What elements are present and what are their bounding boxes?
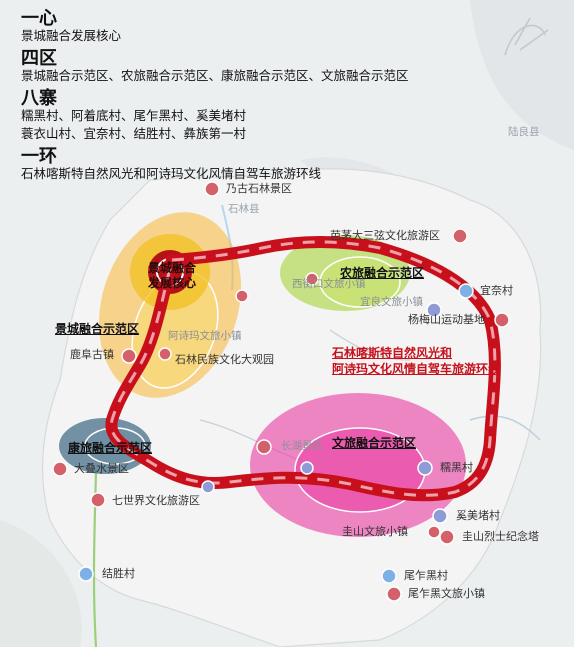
bamao-label: 芭茅大三弦文化旅游区	[330, 229, 440, 242]
jiesheng-marker	[78, 566, 94, 582]
legend-text-eight-villages-1: 糯黑村、阿着底村、尾乍黑村、奚美堵村	[21, 108, 247, 123]
ximeidu-label: 奚美堵村	[456, 509, 500, 522]
yinai-label: 宜奈村	[480, 284, 513, 297]
ashima-label: 阿诗玛文旅小镇	[168, 330, 242, 342]
qishijie-marker	[90, 492, 106, 508]
kanglv-zone-label: 康旅融合示范区	[68, 441, 153, 455]
changhu-label: 长湖景区	[281, 440, 323, 452]
changhu-marker	[256, 439, 272, 455]
lugu-label: 鹿阜古镇	[70, 348, 114, 361]
terrain-shade-sw	[0, 520, 82, 647]
legend-heading-eight-villages: 八寨	[21, 88, 57, 109]
weizhahei-town-marker	[386, 586, 402, 602]
nonglv-zone-label: 农旅融合示范区	[340, 266, 425, 280]
green-road	[92, 469, 98, 647]
naigu-marker	[204, 181, 220, 197]
weizhahei-label: 尾乍黑村	[404, 569, 448, 582]
weizhahei-town-label: 尾乍黑文旅小镇	[408, 587, 485, 600]
shilin-minzu-label: 石林民族文化大观园	[175, 353, 274, 366]
shilin-county-label: 石林县	[228, 203, 260, 215]
guishan-lieshi-marker	[439, 529, 455, 545]
route-label-line2: 阿诗玛文化风情自驾车旅游环线	[332, 362, 501, 376]
road-east	[469, 415, 541, 441]
terrain-shade-ne	[470, 0, 574, 150]
lu-county-label: 陆良县	[508, 126, 540, 138]
route-label-line1: 石林喀斯特自然风光和	[332, 346, 453, 360]
legend-heading-one-core: 一心	[21, 8, 57, 29]
markers	[52, 181, 510, 602]
qishijie-label: 七世界文化旅游区	[112, 494, 200, 507]
yangmeishan-marker	[494, 312, 510, 328]
jiesheng-label: 结胜村	[102, 567, 135, 580]
decor-ornament	[504, 17, 549, 56]
nonglv-zone-inner	[319, 256, 401, 308]
xijiekou-marker	[305, 272, 319, 286]
legend-text-eight-villages-2: 蓑衣山村、宜奈村、结胜村、彝族第一村	[21, 126, 247, 141]
guishan-label: 圭山文旅小镇	[342, 525, 408, 538]
legend-heading-one-ring: 一环	[21, 146, 57, 167]
guishan-lieshi-label: 圭山烈士纪念塔	[462, 530, 539, 543]
naigu-label: 乃古石林景区	[226, 182, 292, 195]
legend-text-one-ring: 石林喀斯特自然风光和阿诗玛文化风情自驾车旅游环线	[21, 166, 322, 181]
guishan-marker	[427, 525, 441, 539]
yiliang-label: 宜良文旅小镇	[360, 296, 423, 308]
xijiekou-label: 西街口文旅小镇	[292, 278, 366, 290]
wenlv-zone-area	[250, 393, 466, 537]
tourism-ring-dash	[109, 240, 497, 497]
adzhedi-marker	[300, 461, 314, 475]
suoyishan-marker	[201, 480, 215, 494]
lugu-marker	[121, 348, 137, 364]
legend-text-one-core: 景城融合发展核心	[21, 28, 122, 43]
damo-label: 大叠水景区	[74, 462, 129, 475]
yinai-marker	[458, 283, 474, 299]
damo-marker	[52, 461, 68, 477]
legend-heading-four-zones: 四区	[21, 48, 57, 69]
jingcheng-zone-label: 景城融合示范区	[55, 322, 140, 336]
ximeidu-marker	[432, 508, 448, 524]
yangmeishan-label: 杨梅山运动基地	[408, 313, 485, 326]
legend-text-four-zones: 景城融合示范区、农旅融合示范区、康旅融合示范区、文旅融合示范区	[21, 68, 409, 83]
bamao-marker	[452, 228, 468, 244]
shilin-minzu-marker	[158, 347, 172, 361]
yizu-marker	[426, 302, 442, 318]
core-label: 景城融合发展核心	[147, 261, 196, 290]
road-mid	[329, 329, 411, 361]
weizhahei-marker	[381, 568, 397, 584]
nuohei-label: 糯黑村	[440, 461, 473, 474]
ashima-marker	[235, 289, 249, 303]
wenlv-zone-label: 文旅融合示范区	[332, 436, 417, 450]
nuohei-marker	[417, 460, 433, 476]
